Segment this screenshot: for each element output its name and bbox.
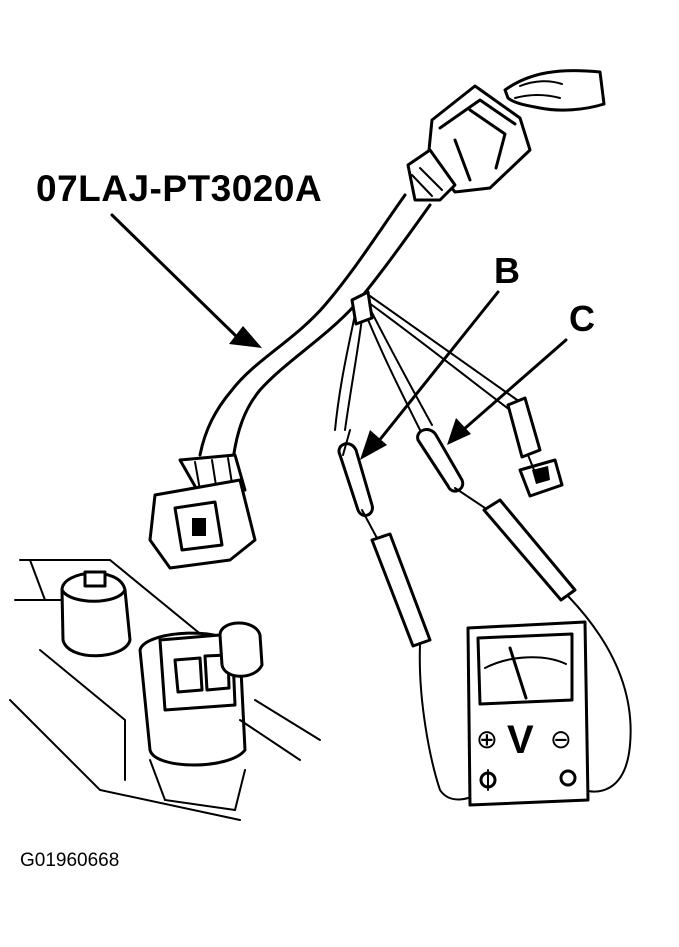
leader-callout-b xyxy=(360,290,500,460)
callout-c-label: C xyxy=(569,298,595,339)
leader-callout-c xyxy=(447,338,568,445)
voltmeter-icon xyxy=(466,620,590,807)
sensor-connector-icon xyxy=(9,559,321,821)
upper-connector xyxy=(406,84,532,202)
leader-part-number xyxy=(110,213,262,348)
test-lead-clip-b xyxy=(337,429,379,541)
clip-c xyxy=(506,396,564,498)
figure-id: G01960668 xyxy=(20,850,120,871)
tool-part-number-label: 07LAJ-PT3020A xyxy=(36,168,323,209)
test-lead-clip-right xyxy=(416,428,489,511)
breakout-wires xyxy=(334,290,521,431)
meter-unit-symbol: V xyxy=(507,718,534,762)
probe-right xyxy=(482,498,632,793)
probe-left xyxy=(370,532,486,801)
hand-icon xyxy=(503,69,606,112)
callout-b-label: B xyxy=(494,250,520,291)
harness-connector xyxy=(148,453,257,570)
meter-negative-symbol: ⊖ xyxy=(550,725,572,755)
harness-cable xyxy=(198,193,432,462)
meter-positive-symbol: ⊕ xyxy=(476,725,498,755)
